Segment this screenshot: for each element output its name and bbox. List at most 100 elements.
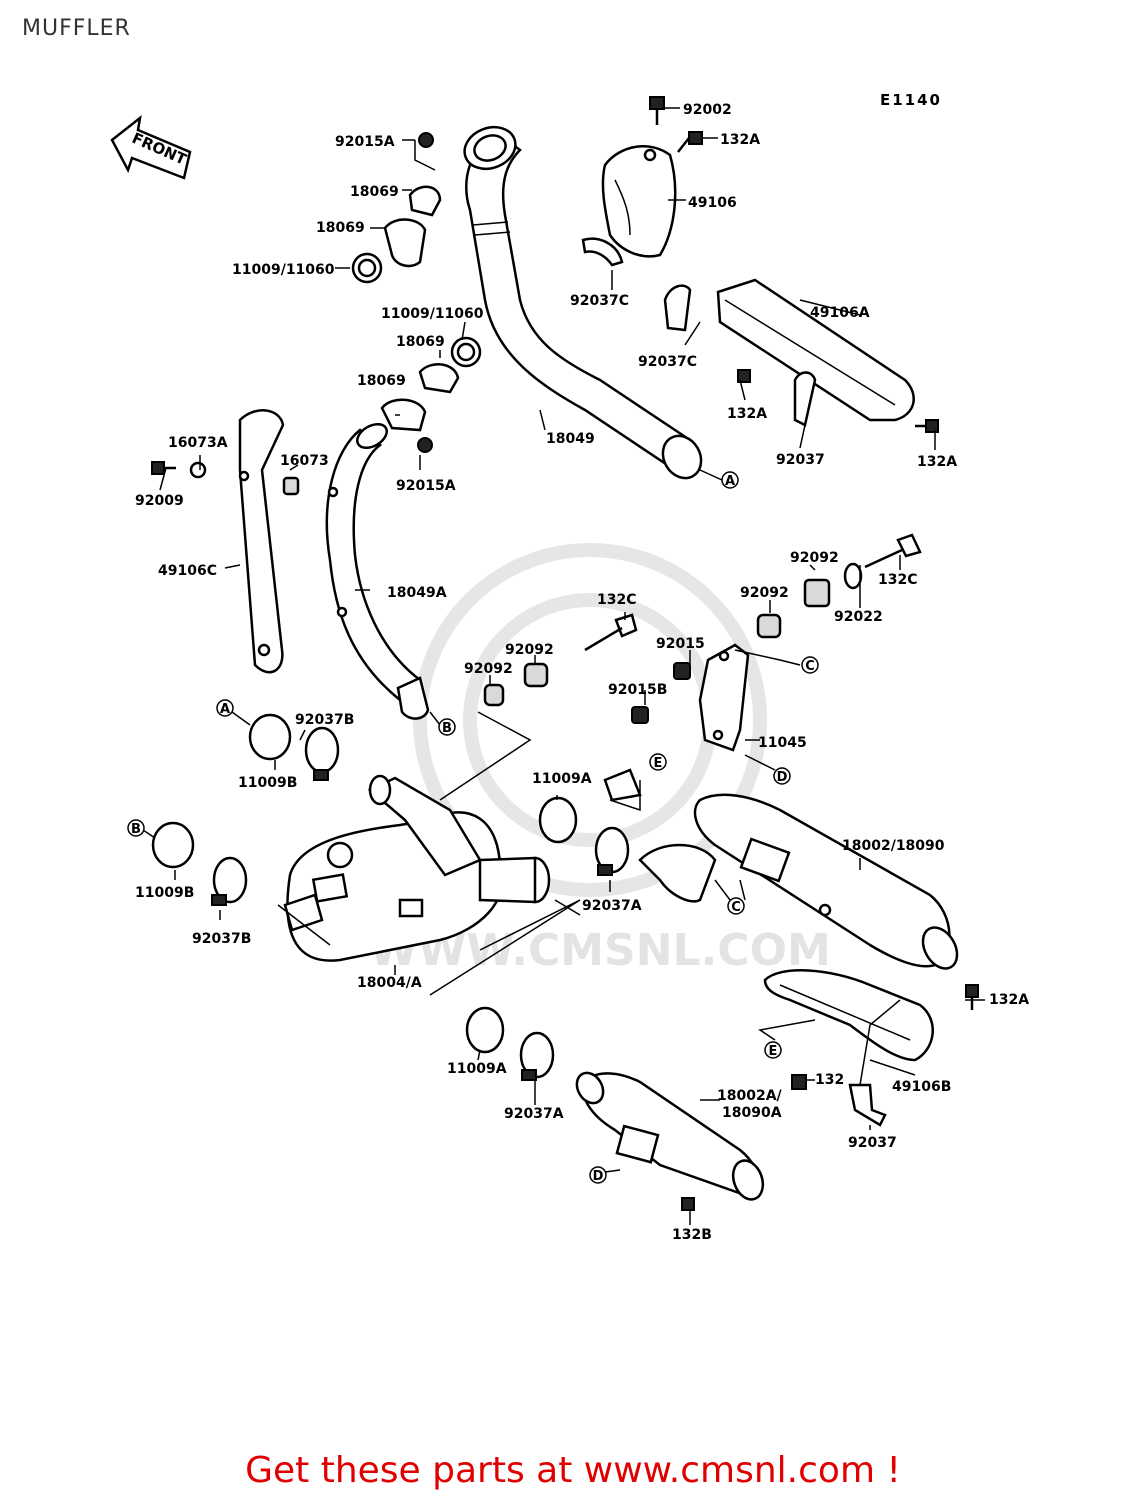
- flange-18069-top: [383, 185, 442, 268]
- exhaust-pipe-18049A: [325, 422, 430, 720]
- bolt-92002: [649, 96, 665, 125]
- clamp-92037A-lower: [519, 1031, 555, 1081]
- svg-text:C: C: [731, 900, 741, 915]
- svg-text:B: B: [131, 822, 141, 837]
- callout-18069: 18069: [396, 334, 445, 350]
- washer-16073A: [189, 461, 207, 479]
- callout-92037: 92037: [848, 1135, 897, 1151]
- part-callouts: 92002 132A 49106 92037C 49106A 92037C 13…: [135, 102, 1029, 1243]
- muffler-18002-18090: [603, 768, 959, 970]
- page-title: MUFFLER: [22, 16, 131, 41]
- bolt-92009: [151, 461, 176, 475]
- exhaust-pipe-18049: [463, 125, 703, 480]
- svg-text:C: C: [805, 659, 815, 674]
- nut-92015: [673, 662, 691, 680]
- callout-18090A: 18090A: [722, 1105, 782, 1121]
- ref-circle-E-lower: E: [764, 1041, 782, 1059]
- callout-132B: 132B: [672, 1227, 712, 1243]
- callout-132A: 132A: [989, 992, 1029, 1008]
- svg-text:E: E: [769, 1044, 778, 1059]
- bolt-132B: [681, 1197, 695, 1211]
- callout-92009: 92009: [135, 493, 184, 509]
- svg-text:D: D: [593, 1169, 604, 1184]
- callout-92002: 92002: [683, 102, 732, 118]
- callout-132A: 132A: [917, 454, 957, 470]
- damper-16073: [282, 476, 300, 496]
- callout-92015: 92015: [656, 636, 705, 652]
- callout-11009A: 11009A: [447, 1061, 507, 1077]
- callout-92092: 92092: [464, 661, 513, 677]
- ref-circle-D-bracket: D: [744, 754, 791, 785]
- nut-92015A-middle: [417, 437, 433, 453]
- callout-11009B: 11009B: [238, 775, 297, 791]
- ref-circle-D-lower: D: [589, 1166, 607, 1184]
- callout-92037A: 92037A: [582, 898, 642, 914]
- svg-text:E: E: [654, 756, 663, 771]
- bolt-132: [791, 1074, 807, 1090]
- svg-text:A: A: [725, 474, 735, 489]
- front-arrow-icon: FRONT: [110, 115, 192, 180]
- callout-18002A: 18002A/: [717, 1088, 783, 1104]
- nut-92015B: [631, 706, 649, 724]
- nut-92015A-top: [418, 132, 434, 148]
- bolt-132C-upper: [864, 533, 922, 569]
- callout-92092: 92092: [790, 550, 839, 566]
- bracket-11045: [698, 643, 750, 752]
- callout-18069: 18069: [350, 184, 399, 200]
- gasket-11009A-lower: [465, 1006, 505, 1054]
- clamp-92037-upper: [793, 371, 817, 427]
- bolt-132A-top: [677, 131, 703, 153]
- callout-92015B: 92015B: [608, 682, 667, 698]
- callout-92037C: 92037C: [638, 354, 697, 370]
- bracket-49106C: [238, 409, 285, 674]
- ref-circle-C-bracket: C: [801, 656, 819, 674]
- diagram-code: E1140: [880, 91, 942, 109]
- bolt-132C-lower: [584, 613, 638, 652]
- callout-18069: 18069: [316, 220, 365, 236]
- callout-92037C: 92037C: [570, 293, 629, 309]
- svg-text:B: B: [442, 721, 452, 736]
- callout-18004-A: 18004/A: [357, 975, 422, 991]
- bush-92092-1: [803, 578, 831, 608]
- ref-circle-B-middle: B: [429, 711, 456, 736]
- muffler-18002A-18090A: [575, 1071, 765, 1201]
- gasket-11009-11060-top: [351, 252, 383, 284]
- callout-11009A: 11009A: [532, 771, 592, 787]
- callout-92022: 92022: [834, 609, 883, 625]
- watermark-logo: WWW.CMSNL.COM: [369, 543, 831, 976]
- clamp-92037-lower: [848, 1083, 887, 1127]
- callout-11009-11060: 11009/11060: [232, 262, 335, 278]
- callout-92037A: 92037A: [504, 1106, 564, 1122]
- callout-18069: 18069: [357, 373, 406, 389]
- clamp-92037C-lower: [663, 284, 692, 332]
- clamp-92037B-upper: [304, 726, 340, 781]
- ref-circle-C-muffler: C: [714, 879, 745, 915]
- callout-49106B: 49106B: [892, 1079, 951, 1095]
- leader-lines: [159, 107, 985, 1225]
- ref-circle-B-left: B: [127, 819, 156, 839]
- callout-49106C: 49106C: [158, 563, 217, 579]
- callout-49106A: 49106A: [810, 305, 870, 321]
- gasket-11009B-upper: [248, 713, 292, 761]
- callout-18049: 18049: [546, 431, 595, 447]
- gasket-11009A-upper: [538, 796, 578, 844]
- callout-132: 132: [815, 1072, 844, 1088]
- bush-92092-3: [523, 662, 549, 688]
- callout-92092: 92092: [505, 642, 554, 658]
- ref-circle-E-top: E: [649, 753, 667, 771]
- heat-guard-49106A: [716, 278, 915, 422]
- callout-92037: 92037: [776, 452, 825, 468]
- callout-18049A: 18049A: [387, 585, 447, 601]
- callout-11009B: 11009B: [135, 885, 194, 901]
- clamp-92037A-upper: [594, 826, 630, 876]
- washer-92022: [843, 562, 863, 590]
- callout-16073: 16073: [280, 453, 329, 469]
- ref-circle-A-top: A: [699, 469, 739, 489]
- muffler-chamber-18004A: [283, 774, 551, 962]
- footer-promo-text: Get these parts at www.cmsnl.com !: [245, 1450, 901, 1491]
- callout-11009-11060: 11009/11060: [381, 306, 484, 322]
- callout-132C: 132C: [878, 572, 918, 588]
- gasket-11009B-lower: [151, 821, 195, 869]
- callout-92037B: 92037B: [192, 931, 251, 947]
